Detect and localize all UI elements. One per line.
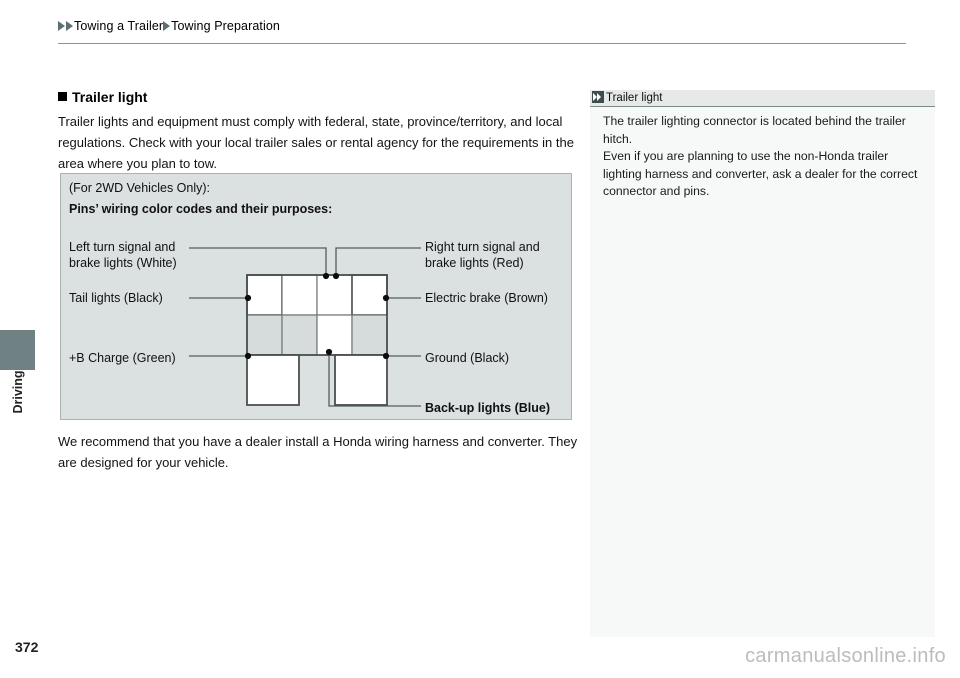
double-chevron-icon (592, 91, 604, 103)
side-note-paragraph-1: The trailer lighting connector is locate… (603, 114, 906, 146)
pin-dot-tail (244, 294, 252, 302)
pin-cell-top-1 (246, 274, 283, 316)
figure-label-tail-lights: Tail lights (Black) (69, 291, 163, 305)
pin-cell-mid-2 (281, 314, 318, 356)
chapter-tab-label-driving: Driving (11, 370, 25, 414)
figure-trailer-connector-pinout: (For 2WD Vehicles Only): Pins’ wiring co… (60, 173, 572, 420)
breadcrumb-triangle-right-icon (163, 21, 171, 31)
side-note-header (590, 90, 935, 107)
pin-dot-electric-brake (382, 294, 390, 302)
pin-dots (244, 272, 390, 360)
pin-cell-mid-1 (246, 314, 283, 356)
pin-dot-ground (382, 352, 390, 360)
side-note-body: The trailer lighting connector is locate… (603, 113, 923, 201)
connector-upper-outline (246, 274, 388, 356)
breadcrumb-triangle-right-icon (58, 21, 65, 31)
watermark: carmanualsonline.info (745, 645, 946, 667)
side-note-title: Trailer light (606, 92, 663, 104)
pin-cell-mid-4 (351, 314, 388, 356)
leader-lines (189, 247, 421, 407)
breadcrumb: Towing a Trailer Towing Preparation (58, 19, 280, 33)
main-content-column: Trailer light Trailer lights and equipme… (58, 88, 574, 174)
figure-label-electric-brake: Electric brake (Brown) (425, 291, 548, 305)
figure-label-left-turn-line2: brake lights (White) (69, 256, 177, 270)
leader-backup (328, 344, 421, 407)
side-note-header-content: Trailer light (592, 91, 662, 104)
closing-paragraph: We recommend that you have a dealer inst… (58, 434, 578, 470)
pin-dot-left-turn (322, 272, 330, 280)
pin-cell-mid-3 (316, 314, 353, 356)
figure-caption-pins: Pins’ wiring color codes and their purpo… (69, 202, 333, 216)
side-note-panel: Trailer light The trailer lighting conne… (590, 90, 935, 637)
chapter-tab-block (0, 330, 35, 370)
section-paragraph: Trailer lights and equipment must comply… (58, 114, 574, 171)
section-heading-text: Trailer light (72, 89, 148, 105)
leader-left-turn (189, 247, 327, 276)
connector-leg-left (246, 354, 300, 406)
figure-caption-vehicles: (For 2WD Vehicles Only): (69, 181, 211, 195)
pin-cell-top-3 (316, 274, 353, 316)
pin-dot-b-charge (244, 352, 252, 360)
pin-dot-backup (325, 348, 333, 356)
figure-label-right-turn-line2: brake lights (Red) (425, 256, 524, 270)
figure-label-left-turn-line1: Left turn signal and (69, 240, 176, 254)
breadcrumb-item-towing-a-trailer[interactable]: Towing a Trailer (74, 19, 164, 33)
page-number: 372 (15, 639, 39, 655)
section-heading: Trailer light (58, 88, 574, 106)
pin-cell-top-4 (351, 274, 388, 316)
connector-diagram-svg (189, 247, 421, 407)
connector-body (246, 274, 388, 406)
figure-label-right-turn-line1: Right turn signal and (425, 240, 540, 254)
filled-square-icon (58, 92, 67, 101)
figure-label-right-turn: Right turn signal and brake lights (Red) (425, 239, 540, 271)
breadcrumb-triangle-right-icon (66, 21, 73, 31)
leader-right-turn (335, 247, 421, 276)
figure-label-b-charge: +B Charge (Green) (69, 351, 176, 365)
side-note-paragraph-2: Even if you are planning to use the non-… (603, 149, 918, 198)
header-divider (58, 43, 906, 44)
connector-leg-right (334, 354, 388, 406)
pin-cell-top-2 (281, 274, 318, 316)
figure-label-left-turn: Left turn signal and brake lights (White… (69, 239, 177, 271)
pin-dot-right-turn (332, 272, 340, 280)
figure-label-backup-lights: Back-up lights (Blue) (425, 401, 551, 415)
breadcrumb-item-towing-preparation[interactable]: Towing Preparation (171, 19, 280, 33)
figure-label-ground: Ground (Black) (425, 351, 510, 365)
